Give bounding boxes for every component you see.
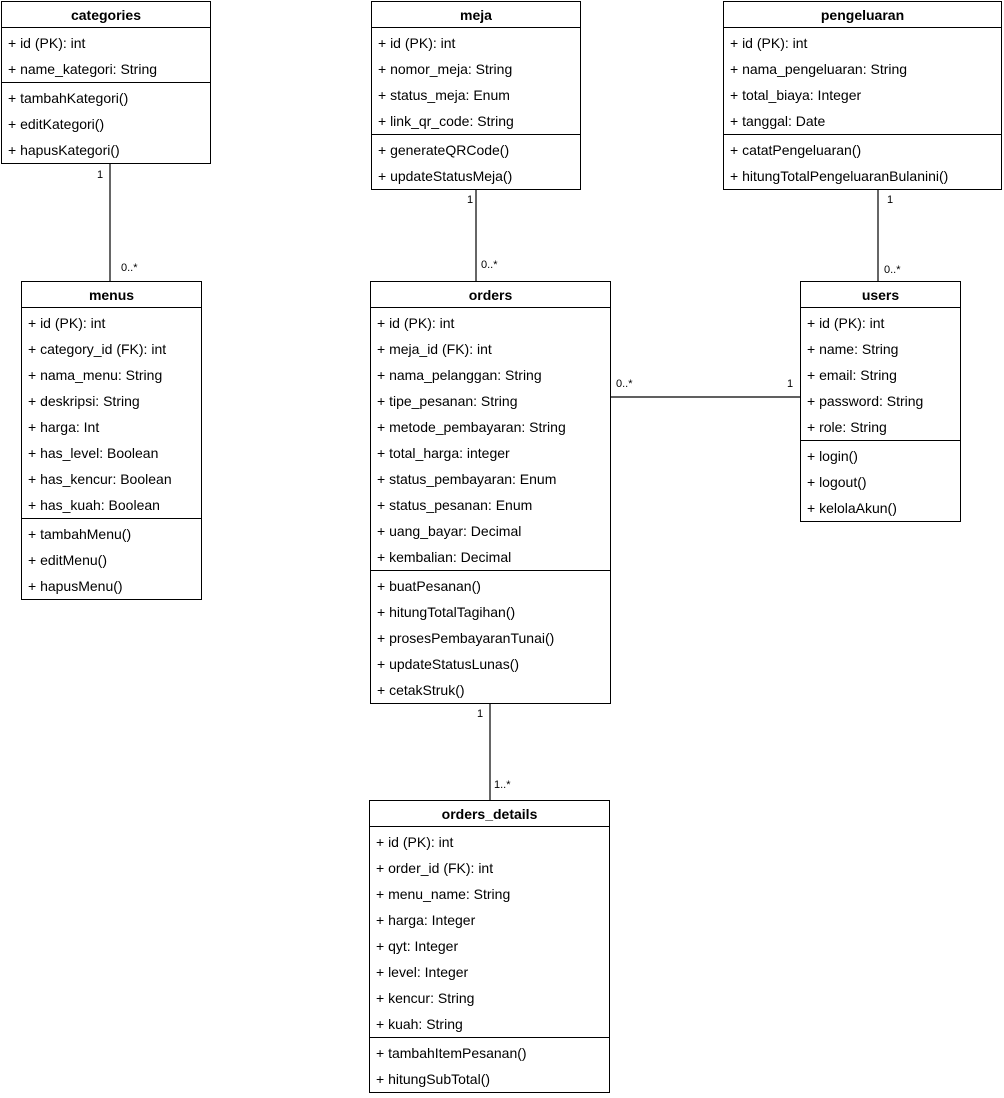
attribute-row: + harga: Integer [376,912,476,928]
class-meja[interactable]: meja + id (PK): int+ nomor_meja: String+… [371,1,581,190]
class-menus[interactable]: menus + id (PK): int + category_id (FK): … [21,281,202,600]
method-row: + hitungTotalPengeluaranBulanini() [730,168,949,184]
multiplicity-orders-end-details: 1 [477,708,484,720]
method-row: + kelolaAkun() [807,500,897,516]
methods-section: + tambahMenu() + editMenu() + hapusMenu() [22,519,201,599]
attribute-row: + status_pembayaran: Enum [377,471,557,487]
attribute-row: + has_level: Boolean [28,445,159,461]
attributes-section: + id (PK): int + name_kategori: String [2,28,210,83]
attribute-row: + kembalian: Decimal [377,549,512,565]
method-row: + editKategori() [8,116,105,132]
class-categories[interactable]: categories + id (PK): int + name_kategori… [1,1,211,164]
methods-section: + catatPengeluaran() + hitungTotalPengelu… [724,135,1001,189]
class-title: menus [22,282,201,308]
attribute-row: + email: String [807,367,897,383]
attribute-row: + nama_pelanggan: String [377,367,542,383]
class-title: meja [372,2,580,28]
attribute-row: + metode_pembayaran: String [377,419,566,435]
attribute-row: + total_biaya: Integer [730,87,862,103]
attributes-section: + id (PK): int + nomor_meja: String + stat… [372,28,580,135]
class-title: users [801,282,960,308]
attribute-row: + id (PK): int [378,35,456,51]
attribute-row: + meja_id (FK): int [377,341,492,357]
class-orders[interactable]: orders + id (PK): int + meja_id (FK): int… [370,281,611,704]
attribute-row: + uang_bayar: Decimal [377,523,522,539]
method-row: + updateStatusMeja() [378,168,513,184]
method-row: + hapusKategori() [8,142,120,158]
method-row: + hapusMenu() [28,578,123,594]
multiplicity-orders-end-meja: 0..* [481,259,498,271]
attribute-row: + kencur: String [376,990,475,1006]
class-orders-details[interactable]: orders_details + id (PK): int + order_id … [369,800,610,1093]
methods-section: + tambahKategori() + editKategori() + hapu… [2,83,210,163]
multiplicity-menus-end: 0..* [121,262,138,274]
multiplicity-categories-end: 1 [97,169,104,181]
multiplicity-users-end-orders: 1 [787,378,794,390]
methods-section: + generateQRCode() + updateStatusMeja() [372,135,580,189]
attributes-section: + id (PK): int + name: String + email: Str… [801,308,960,441]
attribute-row: + nama_pengeluaran: String [730,61,908,77]
attribute-row: + id (PK): int [8,35,86,51]
attribute-row: + tanggal: Date [730,113,826,129]
method-row: + tambahItemPesanan() [376,1045,527,1061]
attribute-row: + total_harga: integer [377,445,510,461]
method-row: + catatPengeluaran() [730,142,862,158]
attribute-row: + level: Integer [376,964,469,980]
attribute-row: + id (PK): int [730,35,808,51]
method-row: + editMenu() [28,552,107,568]
attribute-row: + qyt: Integer [376,938,459,954]
attribute-row: + deskripsi: String [28,393,140,409]
attribute-row: + kuah: String [376,1016,463,1032]
attribute-row: + order_id (FK): int [376,860,494,876]
method-row: + hitungTotalTagihan() [377,604,516,620]
method-row: + prosesPembayaranTunai() [377,630,555,646]
attributes-section: + id (PK): int + order_id (FK): int + menu… [370,827,609,1038]
attribute-row: + has_kuah: Boolean [28,497,160,513]
attribute-row: + menu_name: String [376,886,511,902]
attribute-row: + id (PK): int [376,834,454,850]
attribute-row: + id (PK): int [377,315,455,331]
attribute-row: + status_meja: Enum [378,87,510,103]
attribute-row: + id (PK): int [807,315,885,331]
attribute-row: + name: String [807,341,899,357]
attribute-row: + role: String [807,419,887,435]
class-users[interactable]: users + id (PK): int + name: String + emai… [800,281,961,522]
methods-section: + tambahItemPesanan() + hitungSubTotal() [370,1038,609,1092]
method-row: + login() [807,448,858,464]
method-row: + buatPesanan() [377,578,481,594]
attributes-section: + id (PK): int + meja_id (FK): int + nama_… [371,308,610,571]
methods-section: + login() + logout() + kelolaAkun() [801,441,960,521]
method-row: + tambahKategori() [8,90,129,106]
attribute-row: + link_qr_code: String [378,113,514,129]
methods-section: + buatPesanan() + hitungTotalTagihan() + p… [371,571,610,703]
multiplicity-users-end-pengeluaran: 0..* [884,264,901,276]
attribute-row: + name_kategori: String [8,61,158,77]
multiplicity-orders-end-users: 0..* [616,378,633,390]
attribute-row: + tipe_pesanan: String [377,393,518,409]
attribute-row: + harga: Int [28,419,100,435]
class-title: orders [371,282,610,308]
class-title: orders_details [370,801,609,827]
method-row: + logout() [807,474,867,490]
attribute-row: + nomor_meja: String [378,61,513,77]
attribute-row: + nama_menu: String [28,367,163,383]
attribute-row: + password: String [807,393,924,409]
method-row: + hitungSubTotal() [376,1071,491,1087]
method-row: + cetakStruk() [377,682,465,698]
class-title: categories [2,2,210,28]
class-pengeluaran[interactable]: pengeluaran + id (PK): int + nama_pengelu… [723,1,1002,190]
attribute-row: + category_id (FK): int [28,341,167,357]
multiplicity-meja-end: 1 [467,194,474,206]
method-row: + updateStatusLunas() [377,656,520,672]
class-title: pengeluaran [724,2,1001,28]
attribute-row: + status_pesanan: Enum [377,497,533,513]
method-row: + tambahMenu() [28,526,132,542]
multiplicity-details-end: 1..* [494,779,511,791]
attribute-row: + id (PK): int [28,315,106,331]
multiplicity-pengeluaran-end: 1 [887,194,894,206]
attributes-section: + id (PK): int + nama_pengeluaran: String… [724,28,1001,135]
method-row: + generateQRCode() [378,142,510,158]
attribute-row: + has_kencur: Boolean [28,471,172,487]
attributes-section: + id (PK): int + category_id (FK): int + n… [22,308,201,519]
